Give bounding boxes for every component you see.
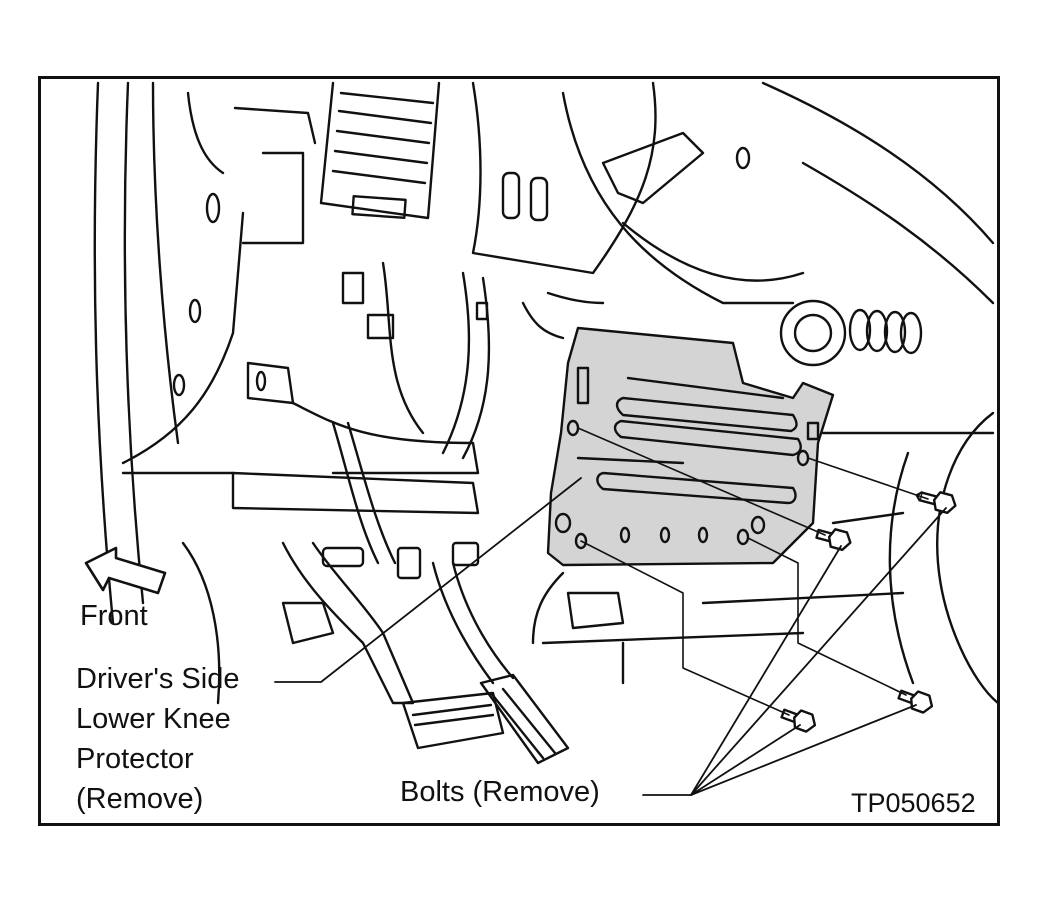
front-arrow-icon [84,546,167,595]
protector-label-line1: Driver's Side [76,663,240,695]
a-pillar [93,81,225,625]
lower-dash [531,511,905,685]
right-dash-panel [761,81,997,704]
figure-code: TP050652 [851,788,976,818]
illustration-frame [38,76,1000,826]
protector-label-line2: Lower Knee [76,703,231,735]
dashboard-illustration [84,81,997,796]
bolts-label: Bolts (Remove) [400,776,600,808]
bolt-extension-lines [577,427,929,716]
center-air-vent [233,81,441,245]
protector-label-line4: (Remove) [76,783,204,815]
under-dash-wiring [121,211,605,565]
protector-label-line3: Protector [76,743,194,775]
front-label: Front [80,600,148,632]
leader-lines [274,477,947,796]
pedal-assembly [181,541,570,765]
steering-column-cover [471,81,805,305]
knee-protector-panel [546,326,835,567]
